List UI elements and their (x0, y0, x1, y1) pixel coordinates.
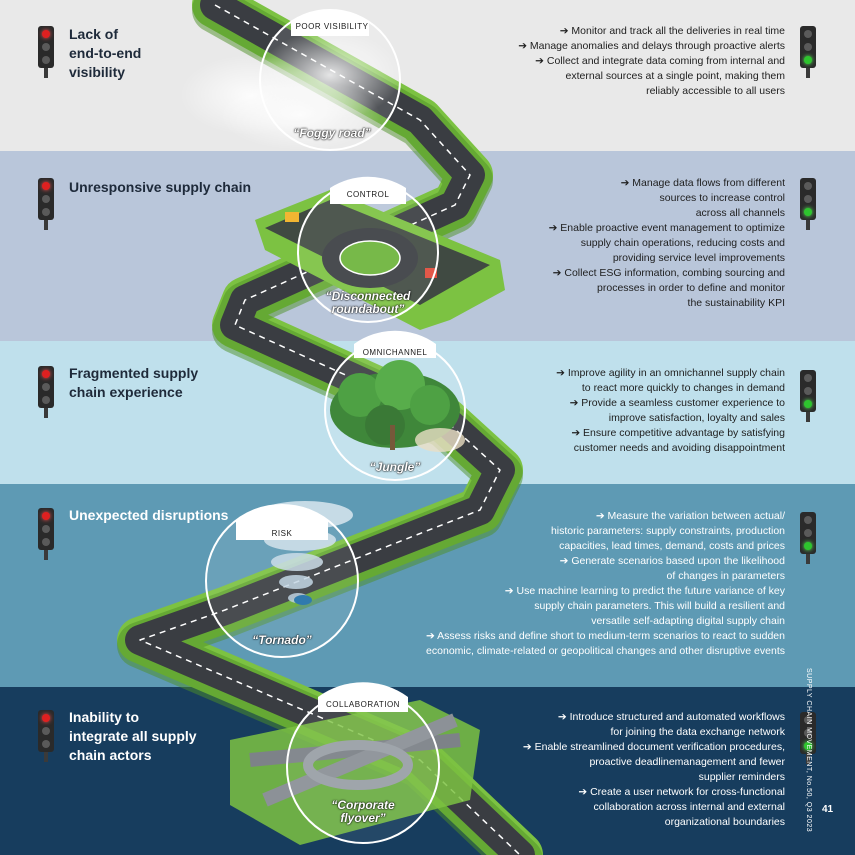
traffic-light-green-icon (800, 178, 816, 230)
bullet-line: ➔ Collect and integrate data coming from… (535, 55, 785, 67)
bullet-line: ➔ Ensure competitive advantage by satisf… (571, 427, 785, 439)
bullet-line: ➔ Generate scenarios based upon the like… (559, 555, 785, 567)
traffic-light-red-icon (38, 366, 54, 418)
circle-quote: “Jungle” (369, 460, 421, 474)
bullet-list: ➔ Manage data flows from different sourc… (549, 176, 785, 311)
bullet-line: supply chain parameters. This will build… (534, 600, 785, 612)
bullet-list: ➔ Introduce structured and automated wor… (523, 710, 785, 830)
row-title: Fragmented supply chain experience (69, 365, 199, 400)
bullet-line: providing service level improvements (612, 252, 785, 264)
bullet-line: ➔ Monitor and track all the deliveries i… (559, 25, 785, 37)
bullet-line: ➔ Assess risks and define short to mediu… (426, 630, 785, 642)
bullet-line: ➔ Enable proactive event management to o… (548, 222, 785, 234)
bullet-line: ➔ Measure the variation between actual/ (595, 510, 785, 522)
bullet-line: the sustainability KPI (687, 297, 785, 309)
circle-risk (205, 504, 359, 658)
traffic-light-red-icon (38, 508, 54, 560)
bullet-line: customer needs and avoiding disappointme… (573, 442, 785, 454)
page-number: 41 (822, 804, 834, 815)
traffic-light-green-icon (800, 512, 816, 564)
traffic-light-red-icon (38, 178, 54, 230)
bullet-line: supply chain operations, reducing costs … (580, 237, 785, 249)
bullet-list: ➔ Improve agility in an omnichannel supp… (556, 366, 785, 456)
circle-label: OMNICHANNEL (362, 348, 428, 357)
traffic-light-green-icon (800, 370, 816, 422)
circle-visibility (259, 9, 401, 151)
traffic-light-red-icon (38, 710, 54, 762)
traffic-light-red-icon (38, 26, 54, 78)
bullet-line: ➔ Introduce structured and automated wor… (557, 711, 785, 723)
bullet-line: ➔ Use machine learning to predict the fu… (504, 585, 785, 597)
bullet-line: across all channels (695, 207, 785, 219)
circle-label: CONTROL (346, 190, 390, 199)
publication-side-text: SUPPLY CHAIN MOVEMENT, No.50, Q3 2023 (805, 668, 812, 833)
bullet-line: of changes in parameters (666, 570, 785, 582)
bullet-line: ➔ Improve agility in an omnichannel supp… (556, 367, 785, 379)
circle-quote: “Corporate flyover” (331, 798, 395, 825)
bullet-line: supplier reminders (698, 771, 785, 783)
circle-omnichannel (324, 339, 466, 481)
bullet-line: ➔ Enable streamlined document verificati… (522, 741, 785, 753)
circle-quote: “Foggy road” (293, 126, 371, 140)
circle-label: POOR VISIBILITY (295, 22, 369, 31)
circle-label: COLLABORATION (326, 700, 400, 709)
bullet-line: capacities, lead times, demand, costs an… (559, 540, 785, 552)
bullet-line: ➔ Create a user network for cross-functi… (578, 786, 785, 798)
bullet-line: economic, climate-related or geopolitica… (426, 645, 785, 657)
row-title: Lack of end-to-end visibility (69, 26, 142, 80)
bullet-line: ➔ Manage anomalies and delays through pr… (518, 40, 785, 52)
bullet-line: organizational boundaries (664, 816, 785, 828)
traffic-light-green-icon (800, 26, 816, 78)
row-title: Inability to integrate all supply chain … (69, 709, 197, 763)
bullet-line: ➔ Manage data flows from different (620, 177, 785, 189)
bullet-line: historic parameters: supply constraints,… (550, 525, 785, 537)
roundabout-island (339, 240, 401, 276)
row-title: Unresponsive supply chain (69, 179, 252, 195)
circle-label: RISK (271, 529, 293, 538)
bullet-line: versatile self-adapting digital supply c… (591, 615, 785, 627)
circle-quote: “Tornado” (252, 633, 312, 647)
bullet-list: ➔ Monitor and track all the deliveries i… (518, 24, 785, 99)
traffic-light-green-icon (800, 712, 816, 764)
bullet-list: ➔ Measure the variation between actual/ … (426, 509, 785, 659)
bullet-line: external sources at a single point, maki… (565, 70, 785, 82)
bullet-line: to react more quickly to changes in dema… (581, 382, 785, 394)
bullet-line: processes in order to define and monitor (597, 282, 785, 294)
bullet-line: reliably accessible to all users (646, 85, 785, 97)
bullet-line: ➔ Collect ESG information, combing sourc… (552, 267, 785, 279)
row-title: Unexpected disruptions (69, 507, 229, 523)
bullet-line: ➔ Provide a seamless customer experience… (569, 397, 785, 409)
bullet-line: collaboration across internal and extern… (593, 801, 785, 813)
bullet-line: improve satisfaction, loyalty and sales (608, 412, 785, 424)
bullet-line: proactive deadlinemanagement and fewer (589, 756, 785, 768)
bullet-line: sources to increase control (659, 192, 785, 204)
bullet-line: for joining the data exchange network (610, 726, 785, 738)
circle-quote: “Disconnected roundabout” (325, 289, 411, 316)
